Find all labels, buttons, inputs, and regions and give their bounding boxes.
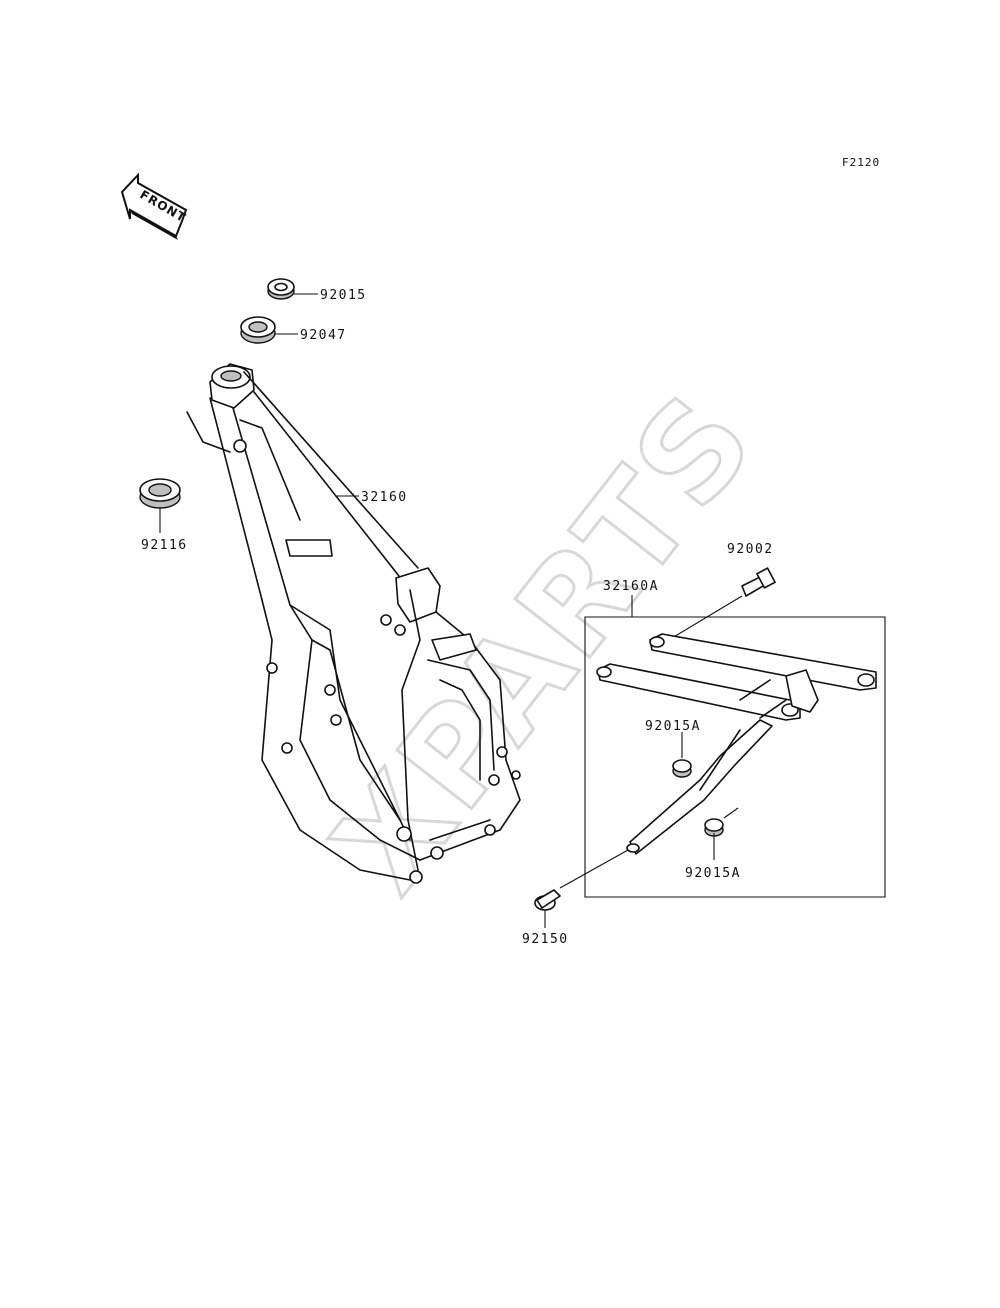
steering-stem-nut-part: [267, 278, 295, 300]
callout-92047: 92047: [300, 328, 347, 343]
callout-92150: 92150: [522, 932, 569, 947]
subframe-lower-bolt-part: [534, 889, 561, 911]
steering-bearing-part: [139, 478, 181, 509]
main-frame-part: [186, 363, 521, 884]
rear-subframe-part: [596, 633, 877, 855]
figure-code: F2120: [842, 156, 880, 169]
subframe-bolt-part: [741, 567, 776, 597]
callout-32160a: 32160A: [603, 579, 659, 594]
callout-92015a-lower: 92015A: [685, 866, 741, 881]
subframe-nut-upper-part: [672, 759, 692, 778]
leader-line: [671, 595, 743, 639]
steering-stem-seal-part: [240, 316, 276, 344]
front-direction-arrow-icon: FRONT: [120, 172, 189, 240]
callout-92015: 92015: [320, 288, 367, 303]
leader-line: [723, 807, 739, 819]
callout-92116: 92116: [141, 538, 188, 553]
subframe-nut-lower-part: [704, 818, 724, 837]
callout-92002: 92002: [727, 542, 774, 557]
subframe-callout-box: [584, 616, 886, 898]
leader-line: [559, 849, 629, 889]
callout-32160: 32160: [361, 490, 408, 505]
callout-92015a-upper: 92015A: [645, 719, 701, 734]
